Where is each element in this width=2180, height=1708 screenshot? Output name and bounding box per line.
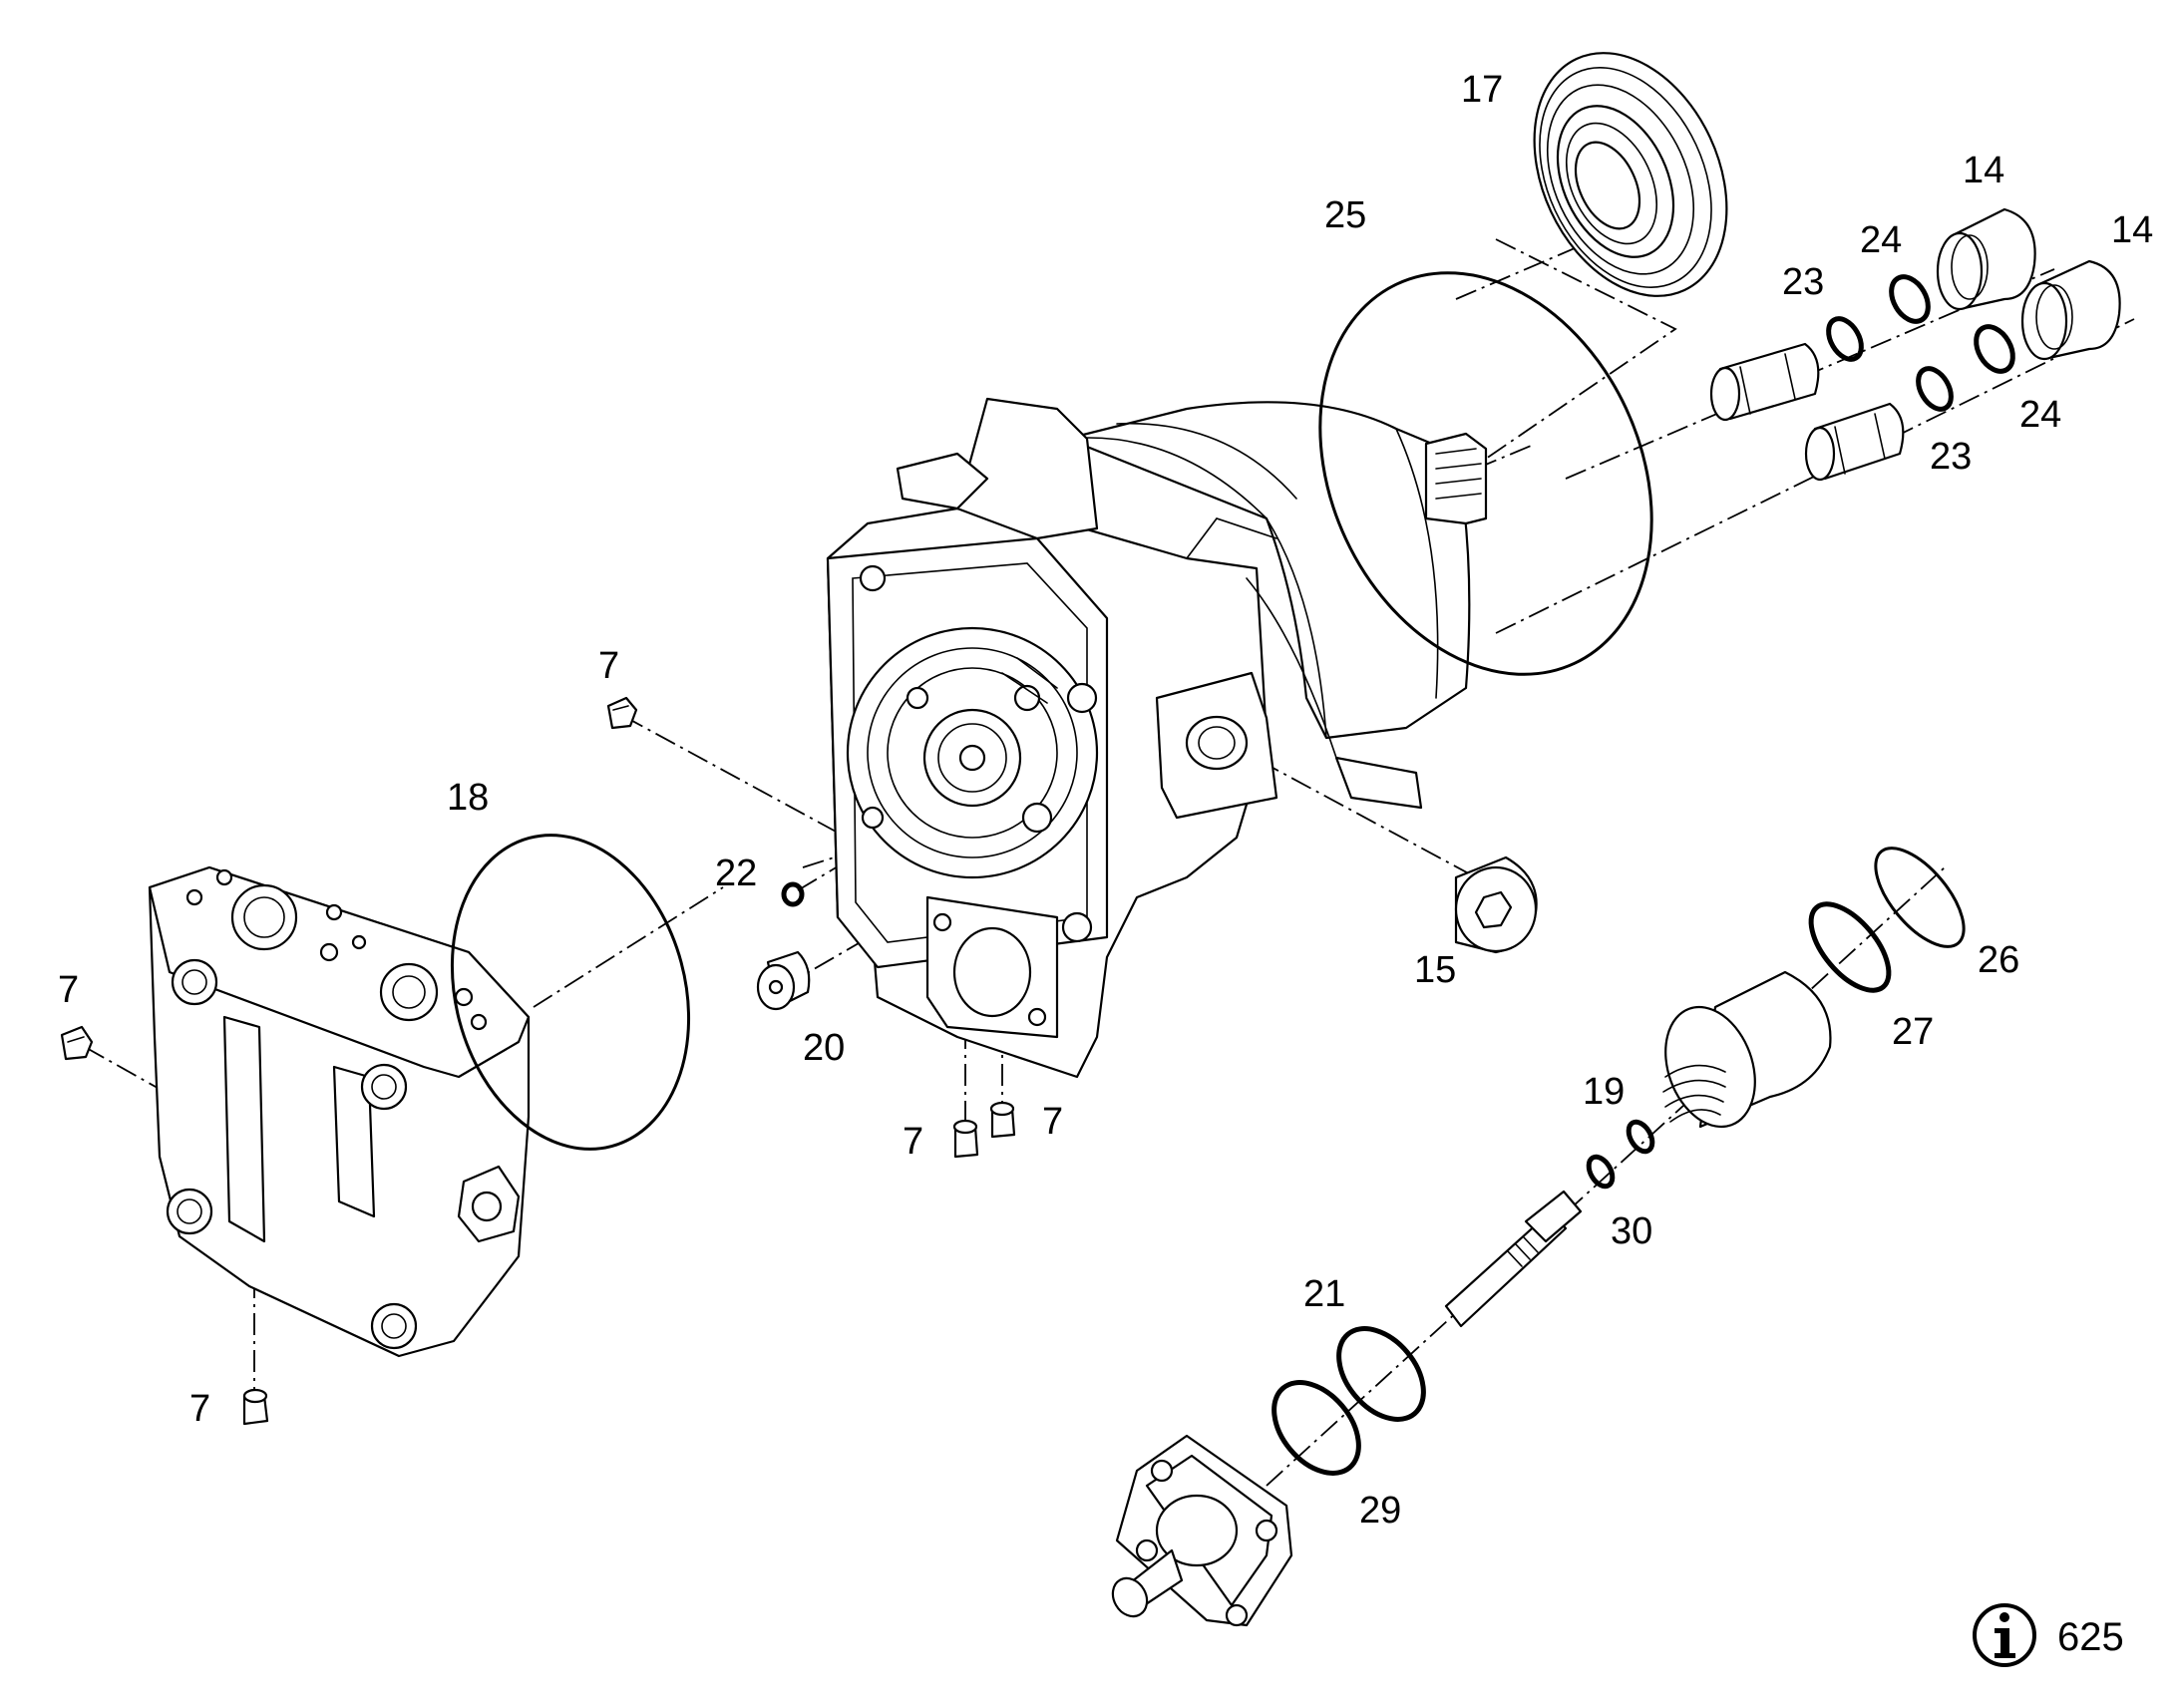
label-21: 21 <box>1303 1273 1345 1315</box>
info-icon <box>1973 1603 2036 1667</box>
page-reference: 625 <box>1973 1603 2124 1667</box>
ring-21 <box>1336 1326 1426 1422</box>
label-7-left: 7 <box>58 969 79 1011</box>
screw-7-left <box>60 1025 94 1061</box>
label-17: 17 <box>1461 69 1503 111</box>
ring-22 <box>781 881 805 907</box>
valve-piston <box>1662 970 1832 1129</box>
label-30: 30 <box>1611 1210 1652 1252</box>
valve-cap-flange <box>1111 1434 1293 1627</box>
label-18: 18 <box>447 777 489 819</box>
cap-14-upper <box>1936 207 2036 311</box>
screw-7-bottom-a <box>952 1119 979 1159</box>
label-25: 25 <box>1324 194 1366 236</box>
ring-29 <box>1272 1380 1361 1476</box>
screw-7-top <box>606 696 638 730</box>
label-23-upper: 23 <box>1782 261 1824 303</box>
ring-23-lower <box>1916 366 1954 412</box>
label-7-bottom-left: 7 <box>189 1388 210 1430</box>
label-27: 27 <box>1892 1011 1934 1053</box>
label-24-lower: 24 <box>2019 394 2061 436</box>
shaft-seal-17 <box>1533 52 1728 297</box>
label-15: 15 <box>1414 949 1456 991</box>
sleeve-upper <box>1709 342 1820 422</box>
plug-15 <box>1454 855 1538 954</box>
label-22: 22 <box>715 853 757 894</box>
ring-19 <box>1626 1119 1655 1155</box>
label-7-top: 7 <box>598 645 619 687</box>
label-26: 26 <box>1978 939 2019 981</box>
sleeve-lower <box>1804 402 1905 482</box>
label-7-bottom-a: 7 <box>903 1121 923 1163</box>
screw-7-bottom-b <box>989 1101 1016 1139</box>
part-labels: 17 25 14 14 24 23 24 23 7 18 22 7 20 15 … <box>58 69 2153 1532</box>
label-7-bottom-b: 7 <box>1042 1101 1063 1143</box>
label-20: 20 <box>803 1027 845 1069</box>
label-14-lower: 14 <box>2111 209 2153 251</box>
o-ring-25 <box>1318 271 1653 676</box>
ring-23-upper <box>1826 316 1864 362</box>
page-reference-number: 625 <box>2057 1615 2124 1659</box>
ring-27 <box>1808 901 1892 993</box>
ring-26 <box>1874 847 1966 948</box>
ring-30 <box>1586 1154 1616 1190</box>
valve-spool <box>1444 1190 1583 1328</box>
label-23-lower: 23 <box>1930 436 1972 478</box>
label-19: 19 <box>1583 1071 1625 1113</box>
screw-7-bottom-left <box>242 1388 269 1426</box>
o-ring-18 <box>450 834 691 1151</box>
label-29: 29 <box>1359 1490 1401 1532</box>
ring-24-lower <box>1974 324 2015 374</box>
plug-20 <box>756 950 811 1011</box>
motor-housing <box>826 397 1488 1079</box>
label-14-upper: 14 <box>1963 150 2004 191</box>
ring-24-upper <box>1889 274 1931 324</box>
cover-plate <box>148 865 531 1358</box>
label-24-upper: 24 <box>1860 219 1902 261</box>
cap-14-lower <box>2020 259 2121 361</box>
